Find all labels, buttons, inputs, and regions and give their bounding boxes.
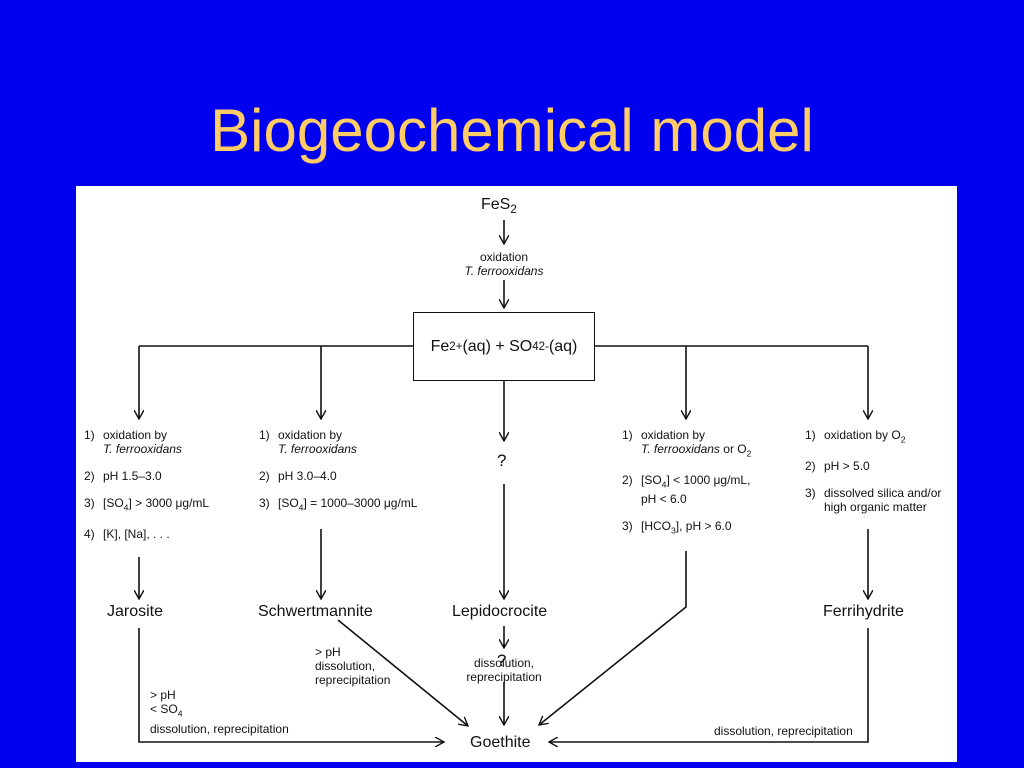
ferrihydrite-conditions: 1)oxidation by O2 2)pH > 5.0 3)dissolved… <box>805 428 942 515</box>
ferri-to-goethite-label: dissolution, reprecipitation <box>714 724 853 738</box>
source-fes2: FeS2 <box>481 196 517 217</box>
step1-process: oxidation <box>479 250 529 264</box>
question-mark-upper: ? <box>497 451 507 470</box>
jarosite-conditions: 1)oxidation by T. ferrooxidans 2)pH 1.5–… <box>84 428 210 542</box>
product-schwertmannite: Schwertmannite <box>258 603 373 620</box>
slide-title: Biogeochemical model <box>210 97 814 164</box>
arrow-ferri-to-goethite <box>549 628 869 742</box>
arrow-schwert-to-goethite <box>337 619 468 726</box>
fourth-branch-conditions: 1)oxidation by T. ferrooxidans or O2 2)[… <box>622 428 752 536</box>
question-mark-lower: ? <box>497 651 507 670</box>
connector-arrows <box>76 220 957 762</box>
arrow-fourth-to-goethite <box>539 551 687 725</box>
lepido-to-goethite-label: dissolution, reprecipitation <box>466 656 542 684</box>
product-ferrihydrite: Ferrihydrite <box>823 603 904 620</box>
product-goethite: Goethite <box>470 734 531 751</box>
schwertmannite-conditions: 1)oxidation by T. ferrooxidans 2)pH 3.0–… <box>259 428 418 513</box>
step1-organism: T. ferrooxidans <box>464 264 544 278</box>
step1-label: oxidation T. ferrooxidans <box>434 250 574 278</box>
schwert-to-goethite-label: > pH dissolution, reprecipitation <box>315 645 391 687</box>
arrow-jarosite-to-goethite <box>138 628 444 742</box>
product-lepidocrocite: Lepidocrocite <box>452 603 548 620</box>
jarosite-to-goethite-label: > pH < SO4 dissolution, reprecipitation <box>150 688 289 737</box>
product-jarosite: Jarosite <box>107 603 164 620</box>
